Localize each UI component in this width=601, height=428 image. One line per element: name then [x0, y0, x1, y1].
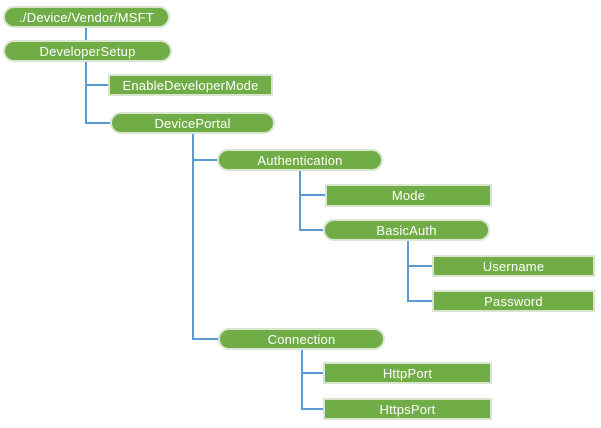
node-basicauth: BasicAuth — [323, 219, 490, 241]
node-connection: Connection — [218, 328, 385, 350]
elbow-httpsport — [302, 408, 323, 410]
node-developersetup: DeveloperSetup — [3, 40, 172, 62]
elbow-username — [408, 265, 432, 267]
elbow-authentication — [193, 159, 217, 161]
trunk-deviceportal — [192, 134, 194, 340]
trunk-basicauth — [407, 241, 409, 302]
node-httpsport: HttpsPort — [323, 398, 492, 420]
elbow-password — [408, 300, 432, 302]
node-enabledevelopermode: EnableDeveloperMode — [108, 74, 273, 96]
node-authentication: Authentication — [217, 149, 383, 171]
elbow-connection — [193, 338, 218, 340]
elbow-deviceportal — [86, 122, 110, 124]
node-password: Password — [432, 290, 595, 312]
elbow-httpport — [302, 372, 323, 374]
node-deviceportal: DevicePortal — [110, 112, 275, 134]
link-root-developersetup — [85, 28, 87, 40]
node-mode: Mode — [325, 184, 492, 207]
elbow-basicauth — [300, 229, 323, 231]
trunk-connection — [301, 350, 303, 410]
node-root-path: ./Device/Vendor/MSFT — [3, 6, 170, 28]
node-username: Username — [432, 255, 595, 277]
trunk-developersetup — [85, 62, 87, 124]
node-httpport: HttpPort — [323, 362, 492, 384]
elbow-mode — [300, 194, 325, 196]
trunk-authentication — [299, 171, 301, 231]
elbow-enabledevelopermode — [86, 84, 108, 86]
